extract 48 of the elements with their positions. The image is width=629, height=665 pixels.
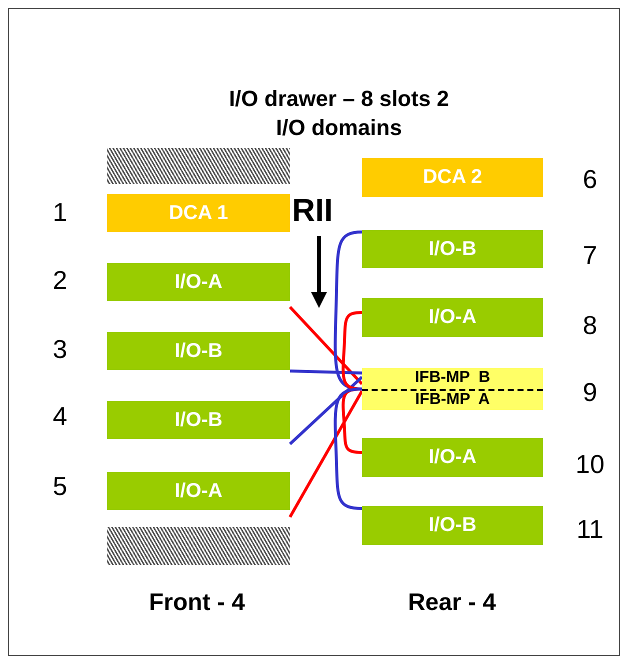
io-card <box>362 506 543 545</box>
cable-line <box>290 370 362 374</box>
slot-number: 1 <box>52 197 68 228</box>
slot-label: DCA 1 <box>168 202 228 224</box>
side-label: Rear - 4 <box>408 588 496 617</box>
slot-label: I/O-A <box>428 306 476 329</box>
slot-number: 9 <box>582 377 598 408</box>
slot-label: I/O-B <box>428 514 476 537</box>
cable-line <box>334 230 362 390</box>
cable-line <box>288 376 364 446</box>
dca-card <box>362 158 543 197</box>
io-card <box>107 332 290 370</box>
slot-label: DCA 2 <box>422 166 482 189</box>
slot-number: 10 <box>576 449 604 480</box>
cable-line <box>288 306 364 386</box>
slot-number: 7 <box>582 240 598 272</box>
blank-slot <box>107 148 290 184</box>
io-card <box>362 230 543 268</box>
slot-number: 11 <box>576 514 604 546</box>
slot-label: I/O-A <box>174 480 222 502</box>
slot-number: 3 <box>52 334 68 366</box>
slot-label: I/O-A <box>174 270 222 294</box>
slot-label: I/O-B <box>428 238 476 260</box>
slot-number: 6 <box>582 164 598 196</box>
cable-line <box>342 311 362 390</box>
dca-card <box>107 194 290 232</box>
io-card <box>107 472 290 510</box>
cable-line <box>288 390 364 518</box>
bus-label: RII <box>292 192 333 229</box>
slot-number: 4 <box>52 401 68 432</box>
port-label: IFB-MP B <box>414 368 490 388</box>
cable-line <box>342 388 362 454</box>
slot-number: 2 <box>52 265 68 296</box>
io-card <box>362 438 543 477</box>
slot-label: I/O-A <box>428 446 476 469</box>
port-label: IFB-MP A <box>415 390 490 410</box>
cable-line <box>334 388 362 510</box>
slot-number: 8 <box>582 310 598 342</box>
io-card <box>107 263 290 301</box>
slot-number: 5 <box>52 471 68 502</box>
ifb-card <box>362 368 543 410</box>
io-card <box>107 401 290 439</box>
slot-label: I/O-B <box>174 340 222 362</box>
io-card <box>362 298 543 337</box>
blank-slot <box>107 527 290 565</box>
slot-label: I/O-B <box>174 408 222 432</box>
side-label: Front - 4 <box>149 588 245 617</box>
diagram-title: I/O drawer – 8 slots 2 I/O domains <box>228 85 450 142</box>
